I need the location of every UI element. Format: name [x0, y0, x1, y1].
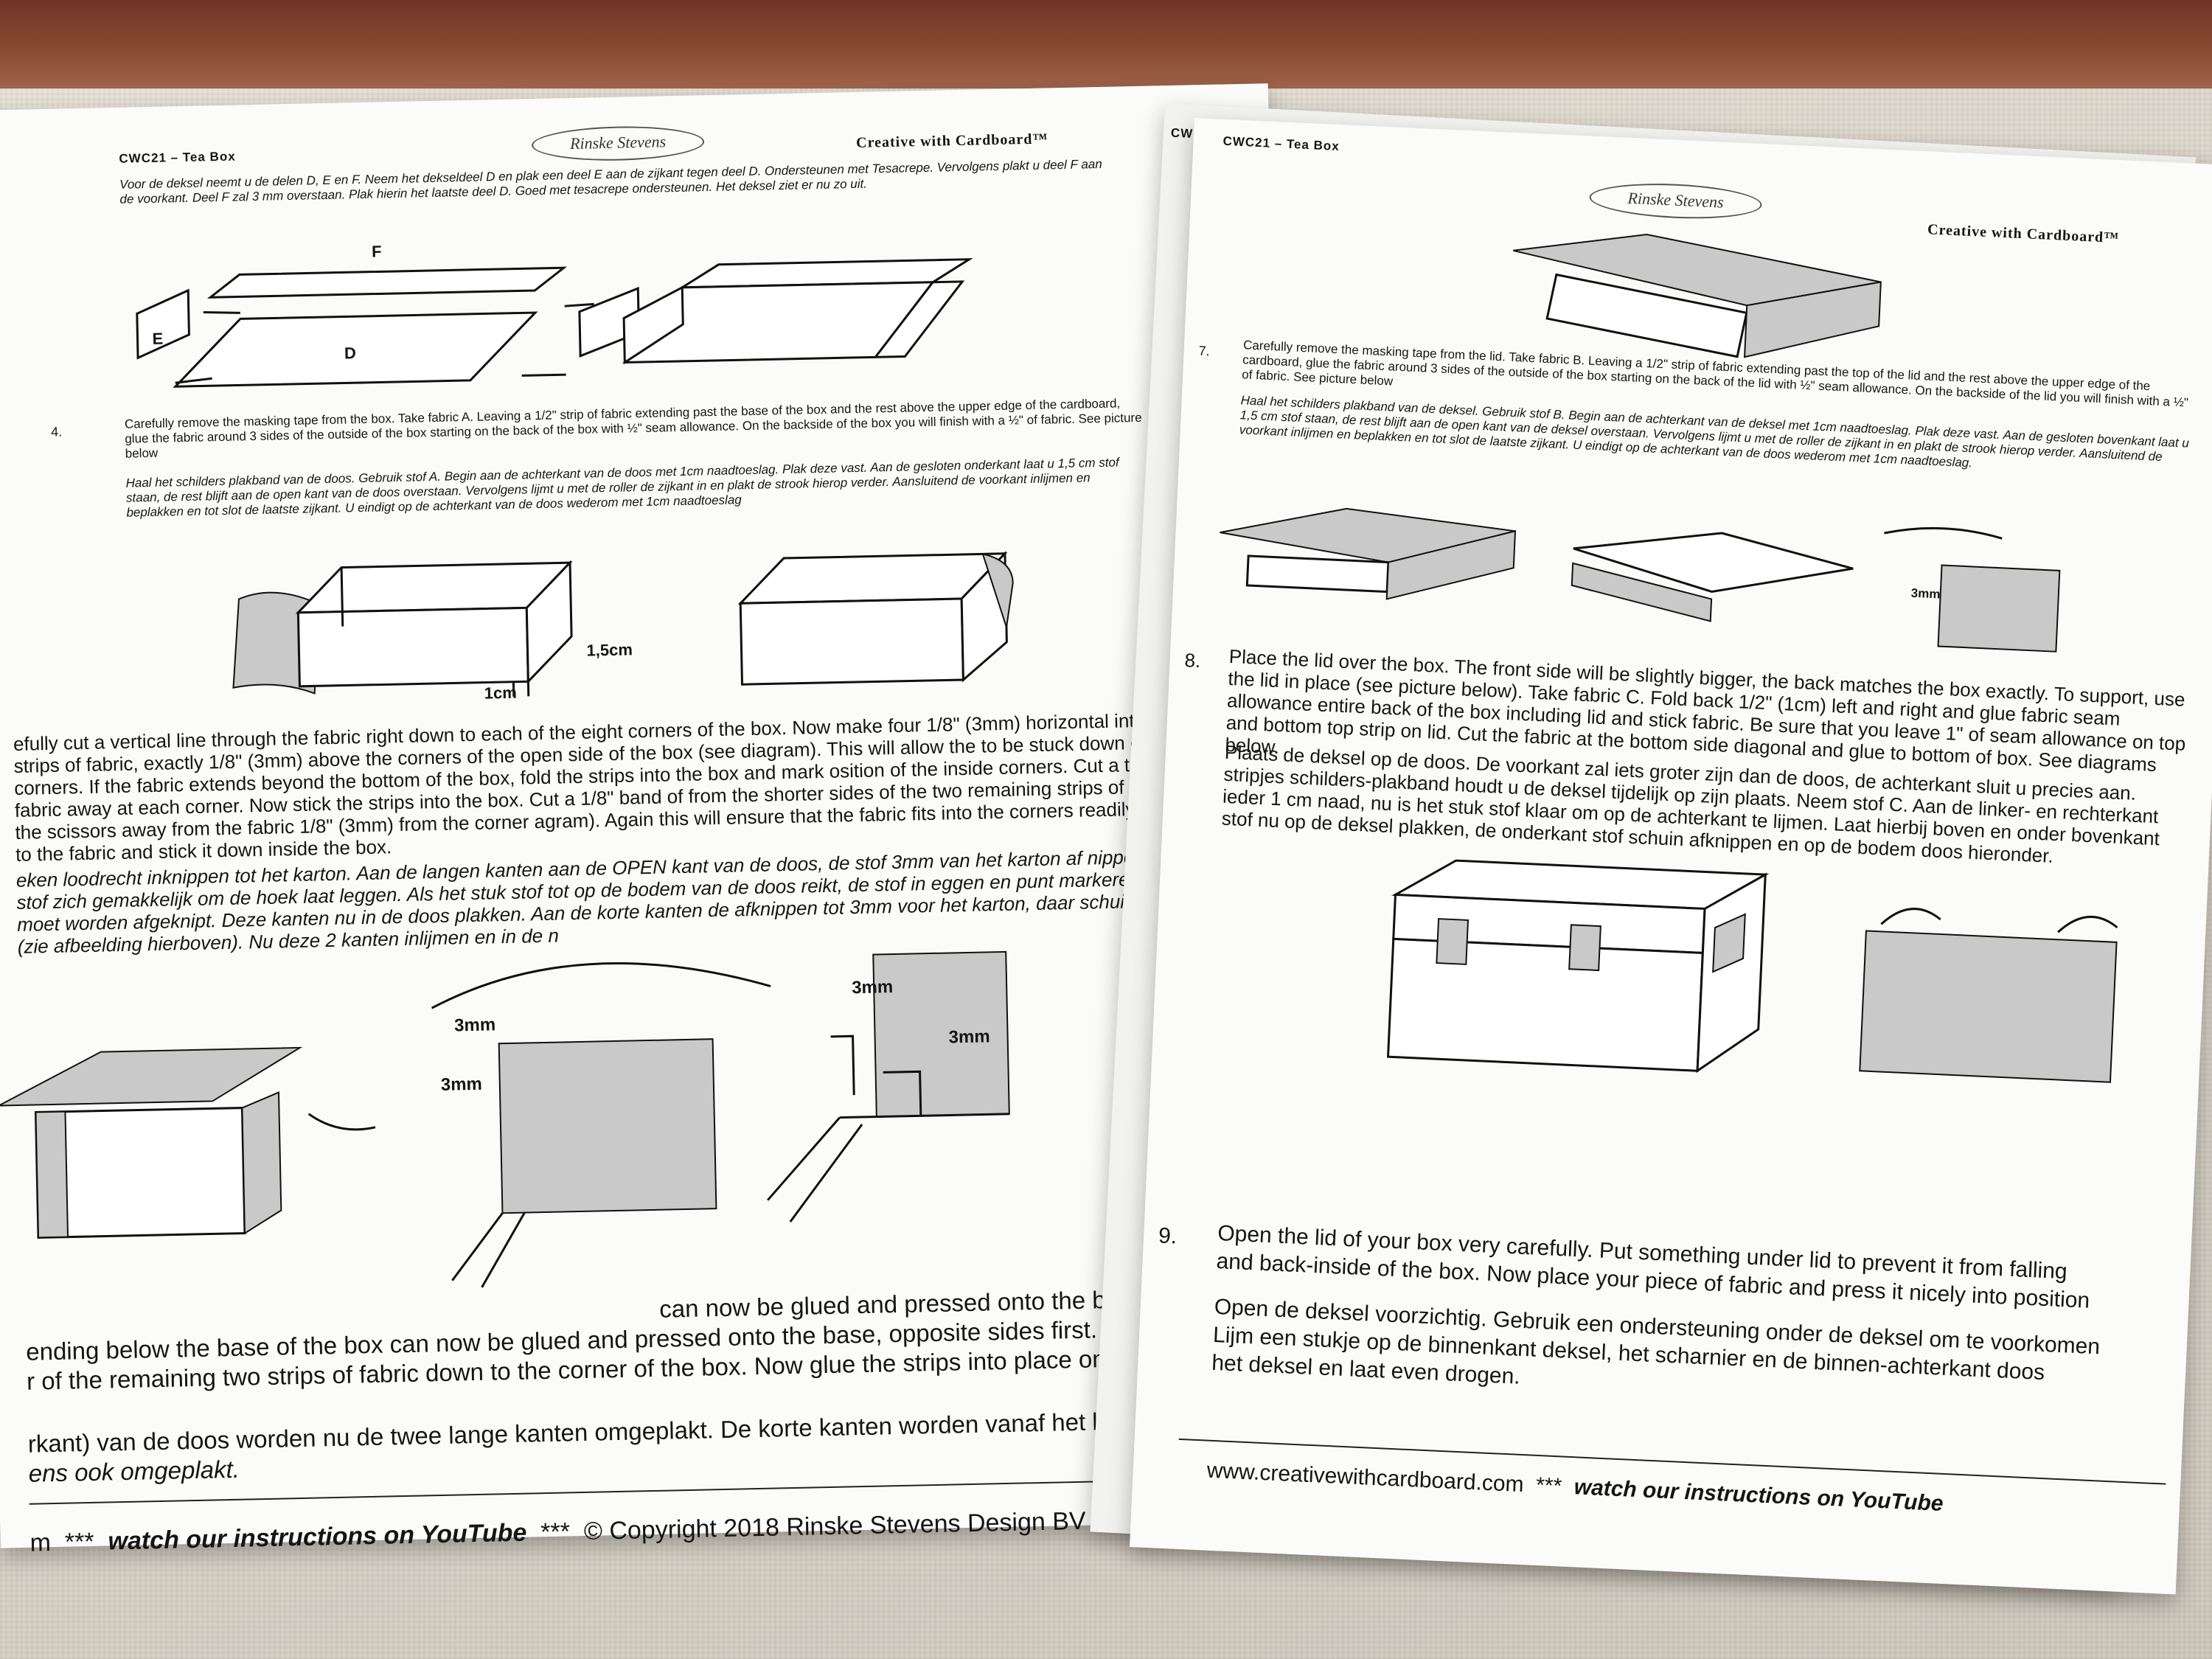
brand-name: Creative with Cardboard™ [855, 131, 1048, 151]
part-d-label: D [344, 344, 357, 363]
brand-name: Creative with Cardboard™ [1927, 221, 2120, 247]
page-header-code: CWC21 – Tea Box [1222, 133, 1340, 153]
lid-intro-dutch: Voor de deksel neemt u de delen D, E en … [119, 156, 1102, 206]
part-f-label: F [371, 242, 382, 261]
box-wrap-diagram [232, 551, 1014, 697]
corner-cutting-diagram [0, 950, 1010, 1288]
dim-3mm-c: 3mm [851, 977, 894, 998]
rinske-stevens-logo: Rinske Stevens [1588, 180, 1763, 223]
footer-stars: *** [540, 1517, 571, 1547]
footer-url: www.creativewithcardboard.com [1206, 1458, 1525, 1498]
dim-1cm: 1cm [484, 683, 517, 703]
dim-1-5cm: 1,5cm [586, 640, 633, 660]
dim-3mm: 3mm [1910, 585, 1941, 602]
lid-fabric-diagram [1513, 233, 1882, 358]
rinske-stevens-logo: Rinske Stevens [531, 125, 705, 163]
lid-wrap-diagram [1220, 507, 2061, 653]
footer-url-fragment: m [29, 1528, 52, 1557]
step-9-number: 9. [1158, 1223, 1178, 1249]
footer-youtube: watch our instructions on YouTube [1573, 1475, 1944, 1516]
step-7-number: 7. [1198, 343, 1211, 359]
instruction-page-3: CWC21 – Tea Box Rinske Stevens Creative … [1129, 118, 2212, 1595]
footer-stars: *** [1535, 1472, 1562, 1499]
dim-3mm-d: 3mm [948, 1026, 990, 1048]
step-4-number: 4. [50, 424, 63, 439]
tea-box-diagram [1386, 859, 2118, 1083]
part-e-label: E [152, 329, 164, 348]
under-page-header: CW [1170, 125, 1194, 142]
corners-english: efully cut a vertical line through the f… [13, 707, 1249, 866]
right-footer: www.creativewithcardboard.com *** watch … [1206, 1458, 1944, 1517]
lid-assembly-diagram [136, 258, 973, 388]
footer-stars: *** [64, 1527, 95, 1557]
step-8-number: 8. [1183, 649, 1201, 672]
instruction-page-2: CWC21 – Tea Box Rinske Stevens Creative … [0, 83, 1432, 1557]
dim-3mm-a: 3mm [453, 1015, 496, 1036]
step-4-dutch: Haal het schilders plakband van de doos.… [125, 455, 1119, 520]
page-header-code: CWC21 – Tea Box [119, 149, 236, 166]
dim-3mm-b: 3mm [440, 1074, 483, 1095]
